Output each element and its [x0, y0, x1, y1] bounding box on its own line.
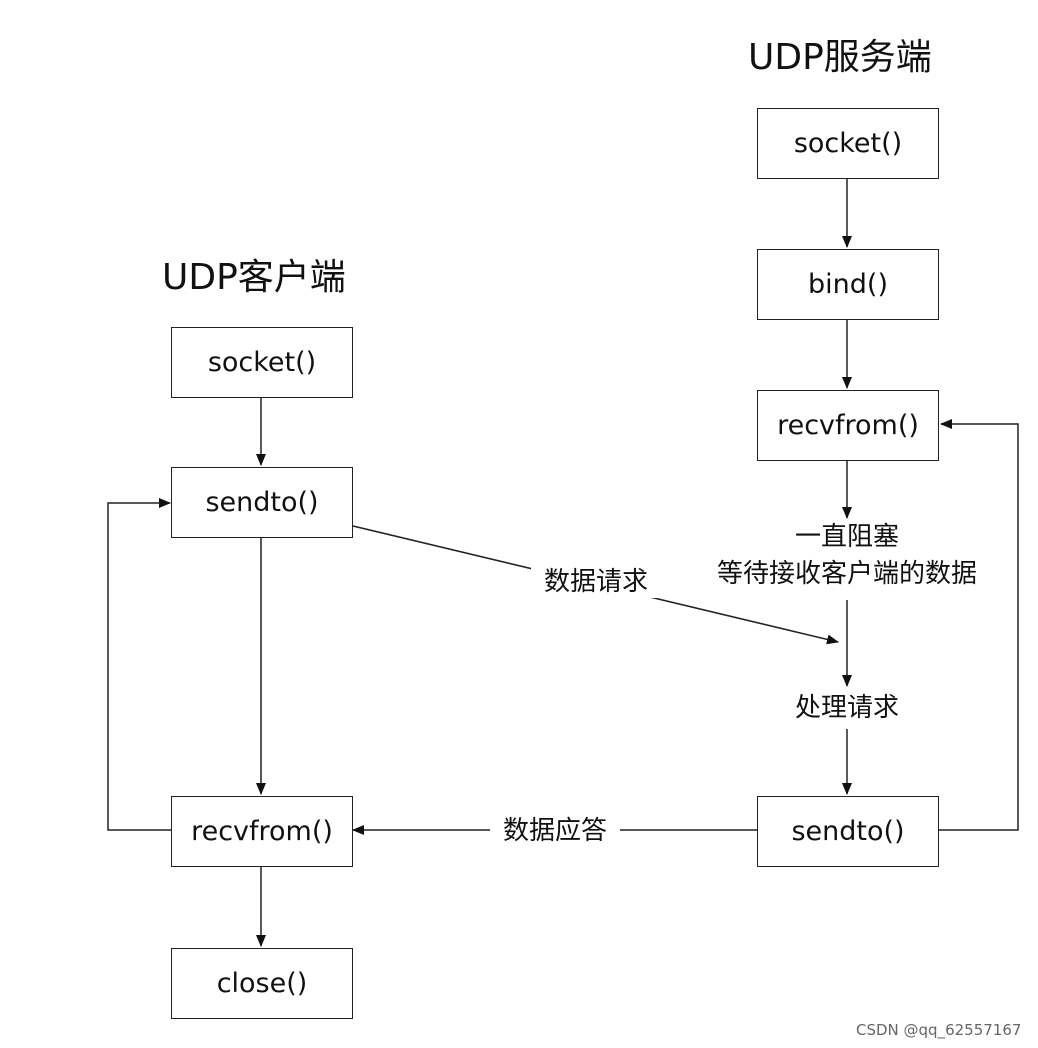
- server-block-label-line2: 等待接收客户端的数据: [692, 558, 1002, 590]
- server-socket-box: socket(): [757, 108, 939, 179]
- client-recvfrom-box: recvfrom(): [171, 796, 353, 867]
- data-request-label: 数据请求: [531, 566, 661, 598]
- server-sendto-box: sendto(): [757, 796, 939, 867]
- server-block-label-line1: 一直阻塞: [747, 521, 947, 553]
- client-sendto-box: sendto(): [171, 467, 353, 538]
- server-title: UDP服务端: [748, 37, 932, 78]
- data-response-label: 数据应答: [490, 815, 620, 847]
- client-socket-box: socket(): [171, 327, 353, 398]
- watermark: CSDN @qq_62557167: [856, 1021, 1022, 1039]
- server-bind-box: bind(): [757, 249, 939, 320]
- client-close-box: close(): [171, 948, 353, 1019]
- server-recvfrom-box: recvfrom(): [757, 390, 939, 461]
- server-process-label: 处理请求: [767, 692, 927, 724]
- arrow-client-loop-back: [107, 498, 173, 831]
- client-title: UDP客户端: [162, 257, 346, 298]
- arrow-server-loop-back: [939, 419, 1019, 831]
